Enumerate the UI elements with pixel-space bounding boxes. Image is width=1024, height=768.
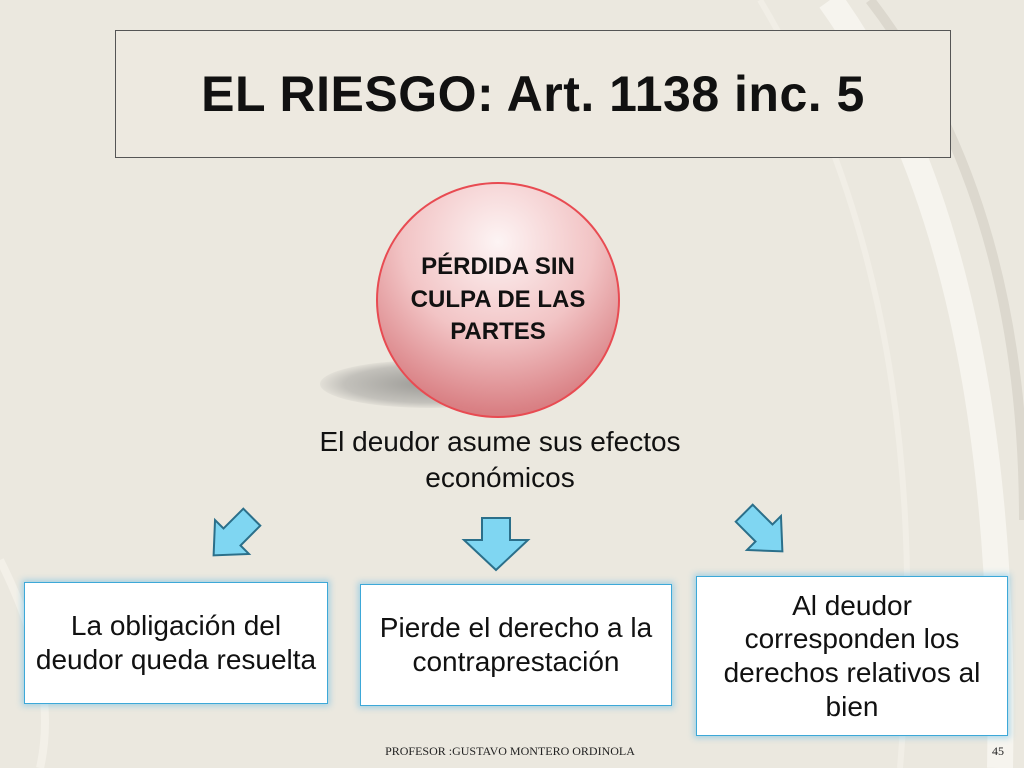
consequence-box-1: La obligación del deudor queda resuelta bbox=[24, 582, 328, 704]
page-number: 45 bbox=[992, 744, 1004, 758]
consequence-box-2: Pierde el derecho a la contraprestación bbox=[360, 584, 672, 706]
title-box: EL RIESGO: Art. 1138 inc. 5 bbox=[115, 30, 951, 158]
consequence-box-2-text: Pierde el derecho a la contraprestación bbox=[379, 612, 653, 677]
center-node-label: PÉRDIDA SIN CULPA DE LAS PARTES bbox=[410, 253, 586, 346]
arrow-down-left-icon bbox=[212, 507, 262, 557]
footer-author: PROFESOR :GUSTAVO MONTERO ORDINOLA bbox=[385, 744, 635, 758]
consequence-box-1-text: La obligación del deudor queda resuelta bbox=[35, 610, 317, 675]
slide-title: EL RIESGO: Art. 1138 inc. 5 bbox=[201, 66, 865, 122]
effect-text: El deudor asume sus efectos económicos bbox=[319, 426, 681, 494]
arrow-down-right-icon bbox=[734, 503, 784, 553]
consequence-box-3: Al deudor corresponden los derechos rela… bbox=[696, 576, 1008, 736]
center-node: PÉRDIDA SIN CULPA DE LAS PARTES bbox=[376, 182, 620, 418]
consequence-box-3-text: Al deudor corresponden los derechos rela… bbox=[723, 589, 981, 722]
arrow-down-icon bbox=[461, 517, 531, 572]
